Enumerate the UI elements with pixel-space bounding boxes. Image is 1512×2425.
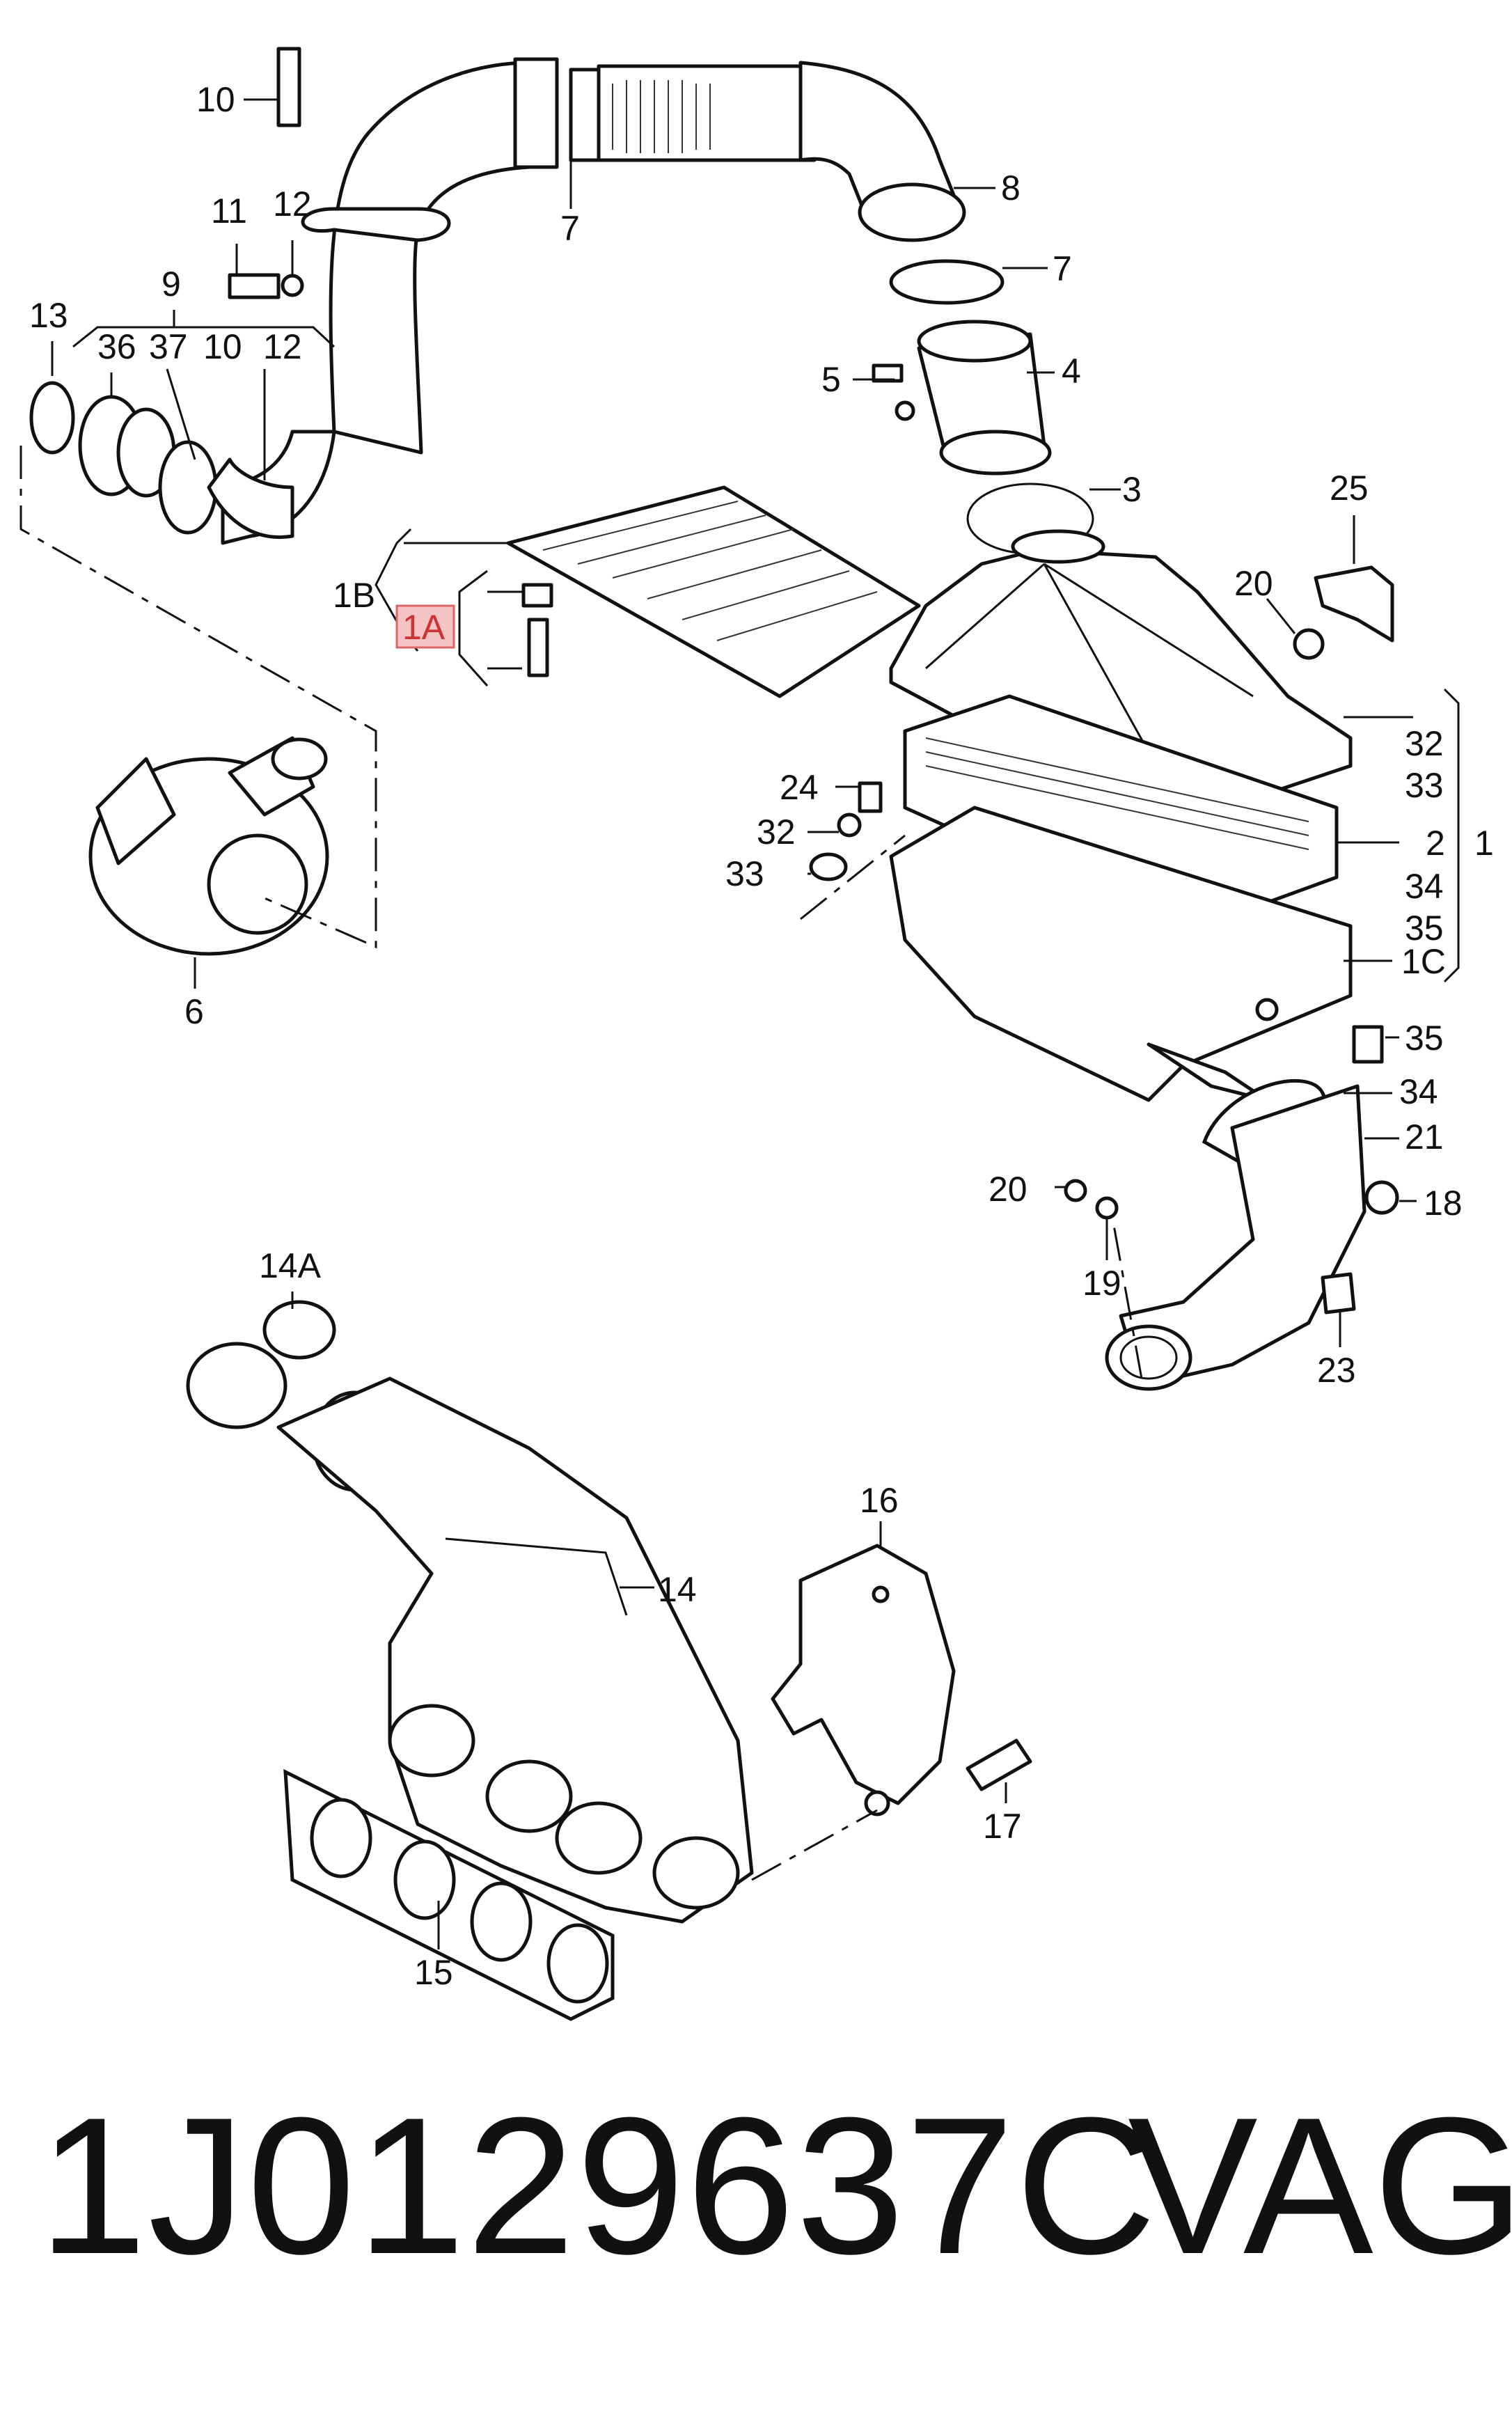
callout-21: 21 (1405, 1117, 1444, 1156)
callout-10: 10 (203, 327, 242, 366)
callout-15: 15 (414, 1953, 453, 1992)
callout-6: 6 (184, 992, 204, 1031)
turbocharger (88, 736, 329, 956)
callout-7: 7 (1053, 249, 1072, 288)
callout-11: 11 (211, 191, 247, 230)
hose-connector-group (29, 381, 294, 539)
callout-labels: 10 7 8 7 11 12 9 13 36 37 10 12 5 4 3 25… (29, 80, 1494, 1992)
callout-3: 3 (1122, 470, 1142, 509)
bolt-11-washer-12 (228, 273, 304, 299)
air-filter-housing-lower (889, 806, 1353, 1102)
callout-36: 36 (97, 327, 136, 366)
callout-34: 34 (1399, 1072, 1438, 1111)
callout-34: 34 (1405, 867, 1444, 906)
callout-1c: 1C (1401, 942, 1446, 981)
brand-name: VAG (1128, 2078, 1512, 2295)
callout-20: 20 (1234, 564, 1273, 603)
callout-14: 14 (658, 1570, 697, 1609)
callout-12: 12 (263, 327, 302, 366)
callout-16: 16 (860, 1481, 899, 1520)
callout-9: 9 (162, 265, 181, 304)
callout-32: 32 (1405, 724, 1444, 763)
callout-35: 35 (1405, 909, 1444, 948)
air-flow-meter-group (858, 182, 1094, 555)
egr-valve-and-manifold (186, 1300, 754, 1924)
callout-1: 1 (1474, 824, 1494, 863)
callout-12: 12 (273, 185, 312, 223)
callout-14a: 14A (259, 1246, 322, 1285)
callout-37: 37 (149, 327, 188, 366)
part-number: 1J0129637C (38, 2078, 1158, 2295)
callout-19: 19 (1082, 1264, 1121, 1303)
bracket-25 (1293, 565, 1394, 660)
callout-18: 18 (1424, 1184, 1463, 1223)
callout-13: 13 (29, 296, 68, 335)
callout-25: 25 (1330, 469, 1369, 508)
callout-5: 5 (821, 360, 841, 399)
callout-1a-highlight: 1A (395, 604, 455, 649)
callout-32: 32 (757, 813, 796, 852)
heat-shield-16 (771, 1544, 1032, 1816)
callout-10: 10 (196, 80, 235, 119)
callout-7: 7 (560, 209, 580, 248)
callout-17: 17 (983, 1807, 1022, 1846)
callout-23: 23 (1317, 1351, 1356, 1390)
leader-lines (51, 98, 1460, 1949)
callout-24: 24 (780, 768, 819, 807)
callout-35: 35 (1405, 1019, 1444, 1058)
callout-20: 20 (989, 1170, 1027, 1209)
fasteners-small (809, 781, 1384, 1064)
callout-33: 33 (725, 854, 764, 893)
callout-8: 8 (1001, 168, 1021, 207)
callout-1b: 1B (333, 576, 375, 615)
callout-4: 4 (1062, 352, 1081, 391)
intake-pipe (221, 47, 956, 545)
exploded-parts-diagram: 10 7 8 7 11 12 9 13 36 37 10 12 5 4 3 25… (19, 47, 1494, 2021)
callout-33: 33 (1405, 766, 1444, 805)
exhaust-gasket-15 (283, 1768, 615, 2021)
panel-filter-1b (506, 485, 921, 698)
callout-2: 2 (1426, 824, 1445, 863)
air-filter-element (903, 694, 1339, 935)
intake-duct (1064, 1078, 1399, 1391)
callout-1a: 1A (402, 608, 446, 647)
assembly-lines (19, 446, 1143, 1881)
